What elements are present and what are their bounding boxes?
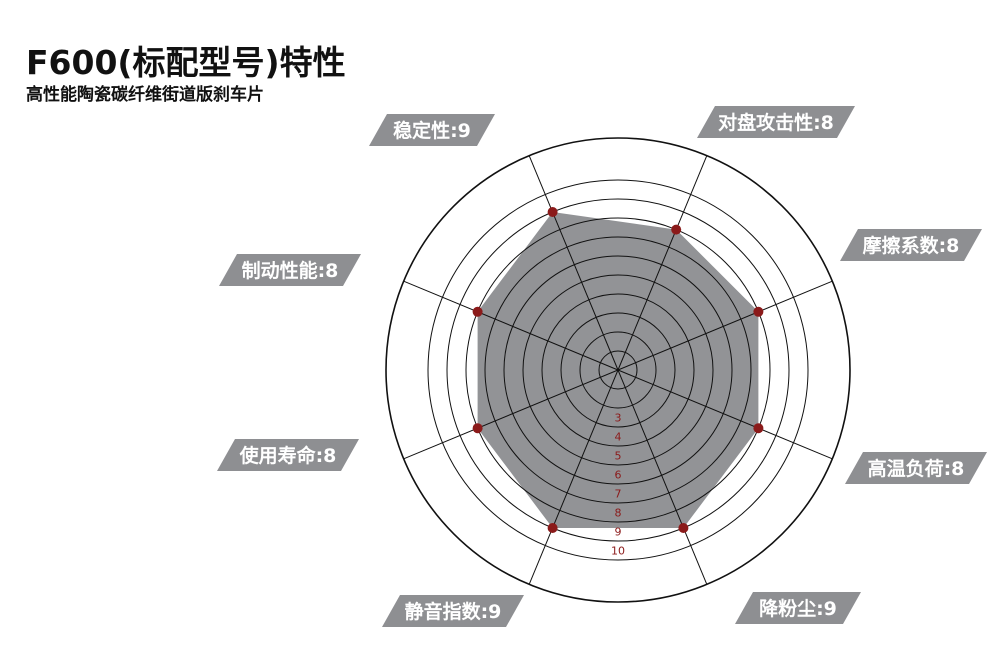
axis-label-4: 降粉尘:9 [735, 592, 861, 624]
axis-label-text: 对盘攻击性:8 [718, 111, 834, 134]
axis-label-text: 使用寿命:8 [239, 444, 337, 467]
axis-label-text: 降粉尘:9 [759, 597, 837, 620]
axis-label-badge [369, 114, 495, 146]
axis-label-badge [735, 592, 861, 624]
grid-ring-8 [465, 217, 771, 523]
outer-ring [385, 137, 851, 603]
data-point-0 [547, 207, 558, 217]
axis-label-badge [845, 452, 987, 484]
axis-label-5: 静音指数:9 [382, 595, 524, 627]
tick-label-9: 9 [615, 526, 622, 539]
data-point-1 [671, 224, 682, 235]
data-point-3 [753, 423, 764, 434]
tick-label-6: 6 [615, 469, 622, 482]
data-point-2 [753, 306, 764, 317]
grid-ring-9 [446, 198, 790, 542]
tick-label-8: 8 [615, 507, 622, 520]
axis-label-7: 制动性能:8 [219, 254, 361, 286]
spoke-2 [617, 280, 833, 371]
chart-subtitle: 高性能陶瓷碳纤维街道版刹车片 [26, 85, 264, 105]
data-point-7 [472, 306, 483, 317]
tick-label-3: 3 [615, 412, 622, 425]
spoke-5 [528, 369, 619, 585]
grid-ring-5 [522, 274, 714, 466]
chart-title: F600(标配型号)特性 [26, 43, 346, 82]
tick-label-10: 10 [611, 545, 625, 558]
data-point-6 [472, 423, 483, 434]
axis-label-text: 摩擦系数:8 [863, 234, 960, 257]
grid-ring-7 [484, 236, 752, 504]
axis-label-badge [217, 439, 359, 471]
spoke-7 [403, 280, 619, 371]
grid-ring-2 [579, 331, 657, 409]
spoke-0 [528, 155, 619, 371]
axis-label-badge [840, 229, 982, 261]
axis-label-badge [697, 106, 855, 138]
axis-label-text: 高温负荷:8 [868, 457, 965, 480]
axis-label-badge [219, 254, 361, 286]
grid-ring-1 [598, 350, 638, 390]
spoke-3 [617, 369, 833, 460]
tick-label-7: 7 [615, 488, 622, 501]
axis-label-6: 使用寿命:8 [217, 439, 359, 471]
grid-ring-3 [560, 312, 676, 428]
spoke-4 [617, 369, 708, 585]
axis-label-text: 静音指数:9 [405, 600, 502, 623]
axis-label-1: 对盘攻击性:8 [697, 106, 855, 138]
tick-label-5: 5 [615, 450, 622, 463]
tick-label-4: 4 [615, 431, 622, 444]
axis-label-text: 稳定性:9 [393, 119, 471, 142]
spoke-6 [403, 369, 619, 460]
axis-label-3: 高温负荷:8 [845, 452, 987, 484]
data-point-5 [547, 523, 558, 533]
axis-label-2: 摩擦系数:8 [840, 229, 982, 261]
grid-ring-4 [541, 293, 695, 447]
axis-label-0: 稳定性:9 [369, 114, 495, 146]
data-point-4 [678, 523, 689, 533]
axis-label-text: 制动性能:8 [242, 259, 339, 282]
axis-label-badge [382, 595, 524, 627]
spoke-1 [617, 155, 708, 371]
grid-ring-10 [427, 179, 809, 561]
grid-ring-6 [503, 255, 733, 485]
